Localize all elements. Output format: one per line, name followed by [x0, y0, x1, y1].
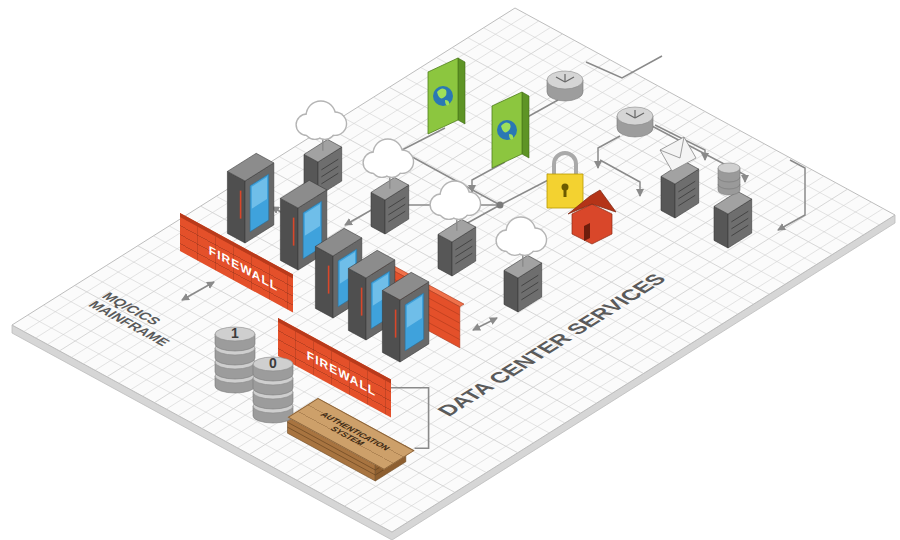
- grid-line: [499, 18, 879, 225]
- cloud-icon: [295, 100, 347, 140]
- lock-body: [547, 174, 583, 208]
- server-slot: [521, 275, 538, 286]
- junction-dot: [497, 202, 504, 209]
- cloud-fill: [372, 157, 392, 177]
- plane-surface: [12, 8, 895, 532]
- cylinder-bands: [718, 177, 740, 189]
- cloud-fill: [505, 235, 525, 255]
- grid-line: [468, 38, 848, 245]
- router-top: [617, 107, 653, 125]
- wire-line: [182, 282, 214, 300]
- wire-line: [586, 56, 662, 78]
- server-tower: [382, 272, 428, 362]
- tower-left: [227, 171, 245, 243]
- router-arrow: [556, 77, 565, 82]
- globe-land: [437, 88, 449, 105]
- cloud-icon: [495, 216, 547, 256]
- storage-icon: [718, 163, 740, 195]
- globe-land: [501, 122, 513, 139]
- grid-line: [285, 157, 788, 474]
- tower-indicator: [240, 191, 242, 219]
- grid-line: [345, 189, 848, 506]
- router-arrow: [626, 113, 635, 118]
- book-spine: [458, 58, 465, 124]
- database-value: 0: [269, 355, 277, 371]
- router-icon: [617, 107, 653, 137]
- server-slot: [388, 197, 405, 208]
- wire-line: [778, 160, 805, 230]
- lock-icon: [547, 153, 583, 208]
- cloud-icon: [429, 180, 481, 220]
- connector-line: [391, 388, 429, 449]
- grid-group: [24, 14, 883, 525]
- wire-line: [472, 162, 505, 192]
- router-arrow: [564, 74, 565, 82]
- cloud-fill: [305, 119, 325, 139]
- directory-book: [428, 58, 465, 134]
- tower-indicator: [328, 266, 330, 294]
- cylinder-top: [718, 163, 740, 173]
- tower-screen-glare: [305, 204, 320, 236]
- database-value: 1: [231, 325, 239, 341]
- tower-indicator: [293, 218, 295, 246]
- database-stack: 0: [250, 348, 296, 424]
- grid-line: [484, 28, 864, 235]
- book-spine: [522, 92, 529, 158]
- house-icon: [568, 190, 616, 244]
- router-top: [547, 71, 583, 89]
- book-globe: [497, 120, 517, 140]
- server-slot: [731, 211, 748, 222]
- cloud-icon: [362, 138, 414, 178]
- tower-left: [382, 290, 400, 362]
- server-slot: [321, 159, 338, 170]
- router-icon: [547, 71, 583, 101]
- tower-screen-glare: [252, 177, 267, 209]
- book-cover: [492, 92, 522, 168]
- router-arrow: [565, 77, 574, 82]
- tower-left: [315, 246, 333, 318]
- wire-line: [600, 160, 640, 196]
- tower-screen: [405, 293, 424, 351]
- grid-line: [358, 107, 738, 314]
- database-stack: 1: [212, 318, 258, 394]
- mail-icon: [660, 137, 696, 171]
- tower-left: [280, 198, 298, 270]
- cloud-fill: [439, 199, 459, 219]
- router-arrow: [635, 113, 644, 118]
- tower-screen-glare: [407, 296, 422, 328]
- directory-book: [492, 92, 529, 168]
- server-slot: [678, 181, 695, 192]
- grid-line: [452, 48, 832, 255]
- tower-indicator: [361, 288, 363, 316]
- house-door: [584, 223, 590, 241]
- grid-line: [380, 209, 883, 526]
- envelope-body: [660, 137, 696, 171]
- server-tower: [227, 153, 273, 243]
- grid-line: [436, 58, 816, 265]
- tower-screen: [250, 174, 269, 232]
- book-cover: [428, 58, 458, 134]
- server-unit: [714, 191, 752, 248]
- server-slot: [455, 239, 472, 250]
- lock-shackle: [554, 153, 576, 176]
- server-unit: [661, 161, 699, 218]
- house-roof: [568, 190, 616, 214]
- wire-group: [182, 56, 805, 330]
- grid-line: [421, 67, 801, 274]
- book-globe: [433, 86, 453, 106]
- tower-indicator: [395, 310, 397, 338]
- grid-line: [368, 202, 871, 519]
- wire-line: [598, 136, 620, 168]
- envelope-flap: [660, 137, 684, 158]
- lock-keyhole-slot: [564, 188, 567, 197]
- grid-line: [356, 196, 859, 513]
- tower-left: [348, 268, 366, 340]
- wire-line: [473, 318, 497, 330]
- router-arrow: [634, 110, 635, 118]
- grid-line: [71, 40, 574, 357]
